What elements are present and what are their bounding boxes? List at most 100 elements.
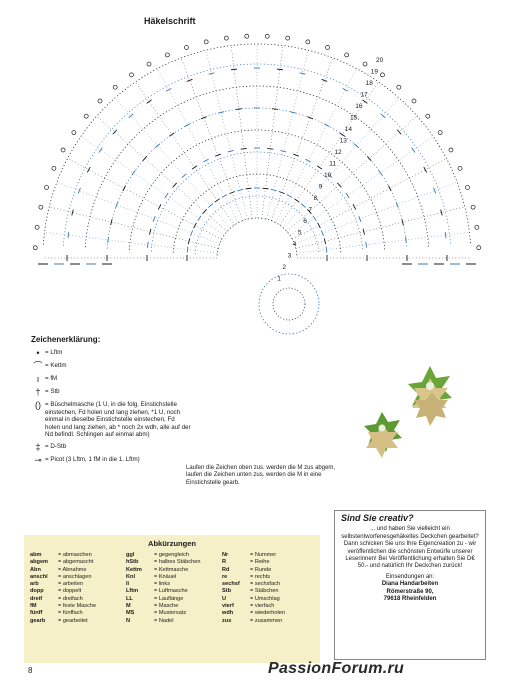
abbreviation-value: = gegengleich (154, 552, 189, 558)
stitch-mark (67, 232, 70, 239)
center-ring-inner (272, 287, 306, 321)
abbreviation-value: = wiederholen (250, 610, 285, 617)
stitch-mark (235, 108, 242, 110)
stitch-mark (193, 222, 197, 229)
creativ-addr-name: Diana Handarbeiten (381, 581, 439, 588)
stitch-mark (202, 209, 207, 215)
stitch-mark (440, 209, 443, 216)
legend-title: Zeichenerklärung: (31, 335, 101, 344)
stitch-mark (190, 230, 194, 237)
stitch-mark (231, 68, 238, 71)
stitch-mark (77, 187, 81, 194)
stitch-mark (107, 236, 109, 243)
stitch-mark (388, 185, 392, 192)
picot-mark (396, 84, 402, 90)
double-crochet-symbol: † (35, 387, 41, 398)
abbreviation-entry: Stb= Stäbchen (222, 588, 314, 595)
stitch-mark (112, 129, 118, 135)
stitch-mark (164, 192, 169, 199)
stitch-mark (157, 204, 162, 210)
treble-symbol: ‡ (35, 442, 41, 453)
abbreviation-key: anschl (30, 573, 48, 580)
abbreviation-entry: Lftm= Luftmasche (126, 588, 218, 595)
picot-symbol: ⊸ (34, 455, 42, 466)
abbreviation-entry: abgem= abgemascht (30, 559, 122, 566)
picot-mark (129, 72, 134, 78)
creativ-addr-city: 79618 Rheinfelden (383, 596, 437, 603)
abbreviation-value: = links (154, 581, 171, 588)
cluster-symbol: () (35, 400, 41, 411)
picot-mark (465, 185, 470, 190)
chart-spoke (96, 115, 228, 232)
stitch-mark (365, 241, 368, 248)
abbreviation-key: wdh (222, 610, 234, 617)
abbreviation-value: = Knäuel (154, 573, 177, 580)
stitch-mark (278, 191, 285, 195)
chart-spoke (205, 50, 248, 220)
stitch-mark (245, 187, 252, 190)
creativ-box: Sind Sie creativ? ... und haben Sie viel… (334, 510, 486, 660)
creativ-send-to: Einsendungen an: (385, 573, 435, 580)
star-stack-front (364, 412, 402, 458)
stitch-mark (165, 87, 172, 92)
chart-spoke (80, 136, 225, 236)
chart-spoke (114, 97, 231, 229)
stitch-mark (187, 238, 191, 245)
stitch-mark (405, 236, 407, 243)
row-number: 17 (360, 92, 368, 99)
doily-photo (364, 366, 452, 458)
chart-spoke (286, 115, 418, 232)
row-number: 12 (334, 149, 342, 156)
picot-mark (264, 33, 270, 39)
abbreviation-entry: dreif= dreifach (30, 596, 122, 603)
stitch-mark (300, 203, 306, 208)
legend-item-text: = fM (45, 375, 58, 383)
stitch-mark (317, 222, 321, 229)
abbreviation-key: zus (222, 617, 232, 624)
picot-mark (97, 98, 103, 104)
stitch-mark (215, 153, 221, 157)
picot-mark (32, 245, 38, 251)
stitch-mark (221, 194, 228, 198)
abbreviation-value: = anschlagen (58, 573, 92, 580)
abbreviation-value: = fünffach (58, 610, 83, 617)
picot-mark (437, 130, 443, 135)
abbreviation-value: = vierfach (250, 603, 275, 610)
stitch-mark (240, 147, 247, 150)
instructions-text: Laufen die Zeichen oben zus. werden die … (186, 465, 336, 486)
row-number: 18 (366, 80, 374, 87)
picot-mark (184, 45, 189, 50)
legend-item: • = Lftm (31, 348, 191, 359)
stitch-mark (98, 147, 103, 153)
abbreviation-entry: Nr= Nummer (222, 552, 314, 559)
abbreviation-key: abm (30, 552, 42, 558)
abbreviation-value: = arbeiten (58, 581, 84, 588)
stitch-mark (197, 215, 202, 221)
abbreviation-value: = halbes Stäbchen (154, 559, 201, 566)
abbreviation-value: = Reihe (250, 559, 270, 566)
legend-item: ‡= D-Stb (31, 442, 191, 453)
stitch-mark (321, 78, 328, 82)
stitch-mark (128, 113, 134, 119)
abbreviation-entry: dopp= doppelt (30, 588, 122, 595)
abbreviation-entry: abm= abmaschen (30, 552, 122, 559)
abbreviation-entry: zus = zusammen (222, 618, 314, 625)
abbreviation-entry: wdh = wiederholen (222, 610, 314, 617)
abbreviation-value: = zusammen (250, 617, 283, 624)
legend-item-text: = Lftm (45, 349, 63, 357)
stitch-mark (280, 150, 287, 153)
stitch-mark (181, 173, 187, 178)
stitch-mark (337, 182, 342, 188)
chart-arc (43, 43, 471, 245)
picot-mark (146, 61, 152, 67)
stitch-mark (342, 87, 349, 92)
chain-symbol: • (36, 348, 40, 359)
abbreviation-entry: sechsf= sechsfach (222, 581, 314, 588)
abbreviation-key: ggl (126, 552, 135, 558)
abbreviation-key: vierf (222, 603, 234, 610)
legend-item: ı= fM (31, 375, 191, 384)
stitch-mark (272, 108, 279, 110)
